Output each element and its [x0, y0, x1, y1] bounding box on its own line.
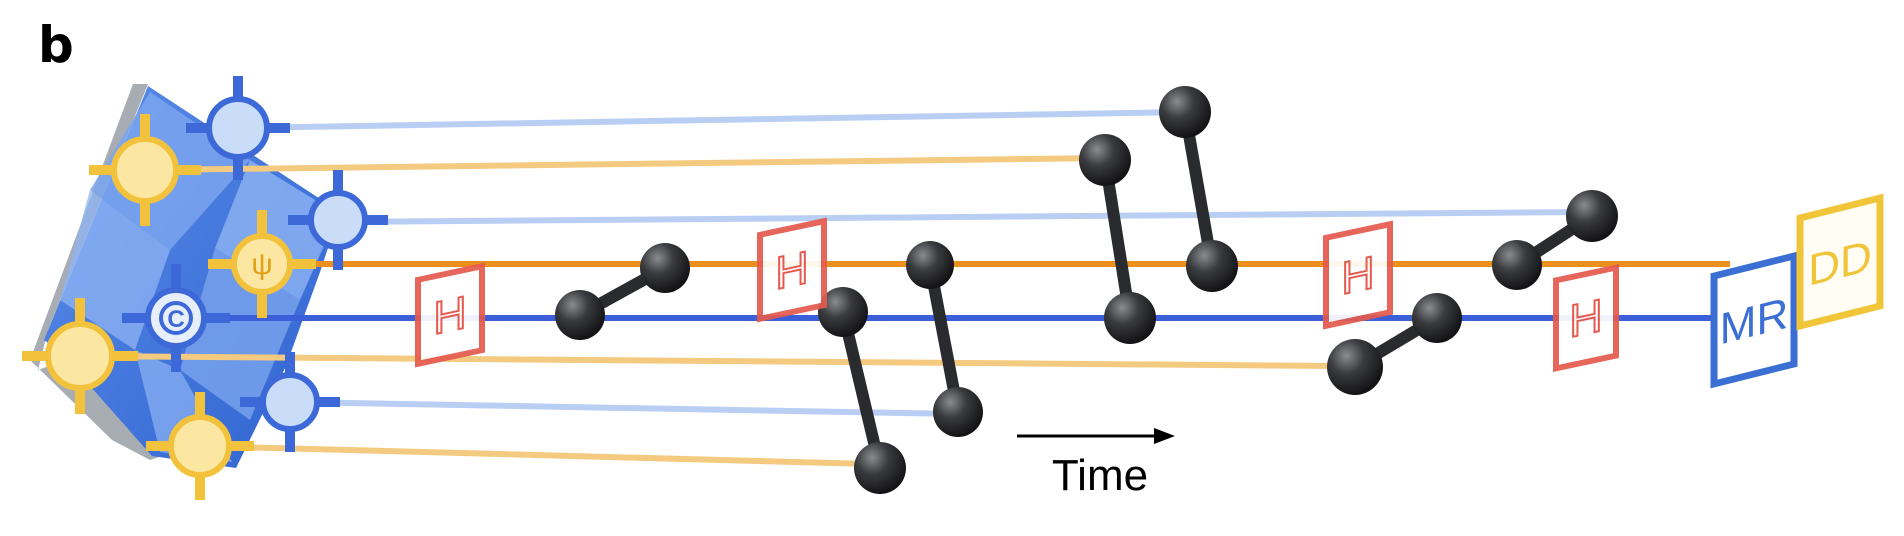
qubits: ψ C — [22, 76, 388, 500]
time-axis-label: Time — [1052, 451, 1148, 500]
h-gate-4-label: H — [1569, 289, 1602, 347]
h-gate-3-label: H — [1341, 246, 1374, 304]
mr-gate: MR — [1710, 251, 1798, 389]
cz-gate-7 — [1492, 190, 1618, 290]
data-marker: C — [167, 306, 184, 333]
cz-gate-3 — [906, 241, 983, 437]
h-gate-2: H — [757, 217, 827, 323]
qubit-yellow-2 — [22, 298, 138, 414]
cz-gates — [555, 86, 1618, 494]
time-axis: Time — [1017, 428, 1175, 500]
line-pale-blue-3 — [289, 399, 961, 417]
line-pale-blue-1 — [237, 109, 1186, 131]
cz-gate-2 — [818, 287, 906, 494]
time-arrow-head — [1154, 428, 1175, 444]
cz-gate-1 — [555, 243, 690, 340]
h-gate-4: H — [1553, 263, 1619, 373]
h-gate-2-label: H — [775, 241, 808, 299]
h-gate-1: H — [415, 262, 485, 368]
cz-gate-5 — [1159, 86, 1238, 292]
h-gate-3: H — [1323, 220, 1393, 330]
dd-gate: DD — [1796, 193, 1884, 331]
line-pale-orange-1 — [149, 155, 1106, 173]
qubit-blue-2 — [288, 170, 388, 270]
panel-label: b — [38, 16, 74, 74]
qubit-blue-1 — [186, 76, 290, 180]
cz-gate-6 — [1327, 293, 1462, 395]
cz-gate-4 — [1079, 134, 1156, 344]
line-pale-orange-3 — [199, 443, 871, 467]
line-pale-blue-2 — [329, 209, 1591, 225]
qubit-lines — [79, 109, 1730, 467]
chip-tile-light-3 — [60, 190, 170, 350]
hadamard-gates: H H H H — [415, 217, 1619, 373]
qubit-yellow-3 — [146, 392, 254, 500]
qubit-ancilla-psi: ψ — [208, 210, 316, 318]
ancilla-marker: ψ — [251, 248, 272, 281]
qubit-data-c: C — [122, 264, 230, 372]
qubit-blue-3 — [240, 352, 340, 452]
h-gate-1-label: H — [433, 286, 466, 344]
qubit-yellow-1 — [89, 114, 201, 226]
